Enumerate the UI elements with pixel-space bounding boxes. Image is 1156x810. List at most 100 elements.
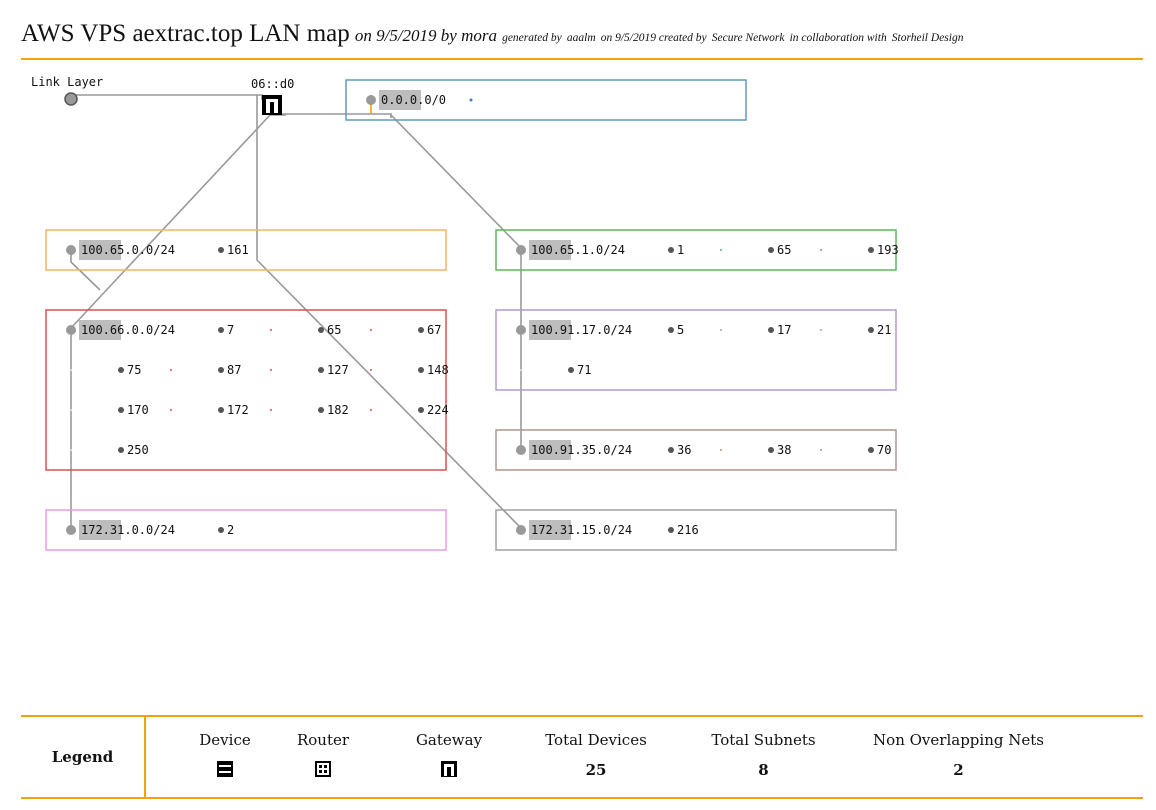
- host-dot[interactable]: [568, 367, 574, 373]
- host-node[interactable]: 216: [668, 523, 699, 537]
- collab-link[interactable]: Storheil Design: [891, 32, 964, 44]
- host-separator: [270, 409, 272, 411]
- host-node[interactable]: 172: [218, 403, 249, 417]
- host-separator: [170, 369, 172, 371]
- link-layer-label: Link Layer: [31, 75, 103, 89]
- host-node[interactable]: 36: [668, 443, 691, 457]
- subnet-cidr-label: 100.91.35.0/24: [531, 443, 632, 457]
- host-node[interactable]: 71: [568, 363, 591, 377]
- host-node[interactable]: 70: [868, 443, 891, 457]
- host-dot[interactable]: [418, 367, 424, 373]
- subnet-cidr-label: 100.66.0.0/24: [81, 323, 175, 337]
- subnet-router-node[interactable]: [516, 445, 526, 455]
- host-label: 172: [227, 403, 249, 417]
- subnet-router-node[interactable]: [66, 245, 76, 255]
- cidr-highlight: [79, 320, 121, 340]
- host-dot[interactable]: [418, 327, 424, 333]
- meta-created-prefix: on 9/5/2019 created by: [600, 32, 707, 44]
- network-diagram: Link Layer 06::d0 0.0.0.0/0100.65.0.0/24…: [31, 75, 899, 551]
- host-dot[interactable]: [218, 327, 224, 333]
- host-dot[interactable]: [768, 447, 774, 453]
- host-node[interactable]: 182: [318, 403, 349, 417]
- total-devices-value: 25: [585, 761, 607, 779]
- host-node[interactable]: 193: [868, 243, 899, 257]
- host-label: 70: [877, 443, 891, 457]
- subnet-router-node[interactable]: [366, 95, 376, 105]
- gateway-icon[interactable]: [262, 95, 282, 115]
- subnet-router-node[interactable]: [516, 245, 526, 255]
- host-dot[interactable]: [768, 327, 774, 333]
- host-node[interactable]: 148: [418, 363, 449, 377]
- host-node[interactable]: 1: [668, 243, 684, 257]
- host-dot[interactable]: [668, 527, 674, 533]
- host-node[interactable]: 38: [768, 443, 791, 457]
- host-node[interactable]: 65: [768, 243, 791, 257]
- host-label: 127: [327, 363, 349, 377]
- non-overlapping-label: Non Overlapping Nets: [873, 731, 1044, 749]
- legend-gateway: Gateway: [409, 731, 489, 781]
- host-dot[interactable]: [318, 327, 324, 333]
- host-node[interactable]: 75: [118, 363, 141, 377]
- host-dot[interactable]: [668, 447, 674, 453]
- link-layer-node[interactable]: [64, 92, 78, 106]
- host-node[interactable]: 67: [418, 323, 441, 337]
- host-node[interactable]: 161: [218, 243, 249, 257]
- subnet-router-node[interactable]: [66, 525, 76, 535]
- subnet-box: [45, 509, 447, 551]
- host-dot[interactable]: [768, 247, 774, 253]
- cidr-highlight: [79, 520, 121, 540]
- host-separator: [370, 329, 372, 331]
- total-subnets-label: Total Subnets: [711, 731, 816, 749]
- host-node[interactable]: 250: [118, 443, 149, 457]
- gateway-legend-icon: [441, 761, 457, 777]
- host-dot[interactable]: [118, 447, 124, 453]
- host-node[interactable]: 5: [668, 323, 684, 337]
- subnet-router-node[interactable]: [516, 525, 526, 535]
- host-dot[interactable]: [318, 407, 324, 413]
- row-marker: [70, 409, 72, 411]
- host-separator: [170, 409, 172, 411]
- host-node[interactable]: 2: [218, 523, 234, 537]
- created-by-link[interactable]: Secure Network: [711, 32, 785, 44]
- subnet-router-node[interactable]: [516, 325, 526, 335]
- host-dot[interactable]: [118, 407, 124, 413]
- host-node[interactable]: 224: [418, 403, 449, 417]
- host-dot[interactable]: [868, 247, 874, 253]
- legend-device: Device: [181, 731, 269, 781]
- cidr-highlight: [529, 320, 571, 340]
- host-node[interactable]: 17: [768, 323, 791, 337]
- host-node[interactable]: 127: [318, 363, 349, 377]
- host-node[interactable]: 87: [218, 363, 241, 377]
- host-node[interactable]: 7: [218, 323, 234, 337]
- generated-by-link[interactable]: aaalm: [566, 32, 596, 44]
- host-dot[interactable]: [218, 367, 224, 373]
- host-dot[interactable]: [118, 367, 124, 373]
- device-icon: [217, 761, 233, 777]
- host-dot[interactable]: [418, 407, 424, 413]
- subnet-s-100-91-35: 100.91.35.0/24 36 38 70: [495, 429, 897, 471]
- row-marker: [70, 369, 72, 371]
- host-separator: [370, 409, 372, 411]
- gateway-s-172-31-15-connection: [256, 95, 522, 529]
- host-dot[interactable]: [668, 327, 674, 333]
- host-dot[interactable]: [218, 527, 224, 533]
- host-dot[interactable]: [318, 367, 324, 373]
- host-node[interactable]: 170: [118, 403, 149, 417]
- row-marker: [70, 449, 72, 451]
- host-dot[interactable]: [868, 327, 874, 333]
- host-label: 21: [877, 323, 891, 337]
- meta-generated-prefix: generated by: [502, 32, 562, 44]
- meta-collab-prefix: in collaboration with: [789, 32, 887, 44]
- host-dot[interactable]: [868, 447, 874, 453]
- host-dot[interactable]: [668, 247, 674, 253]
- host-dot[interactable]: [218, 247, 224, 253]
- host-node[interactable]: 21: [868, 323, 891, 337]
- internet-marker: [469, 98, 473, 102]
- subnet-internet: 0.0.0.0/0: [345, 79, 747, 121]
- host-separator: [820, 329, 822, 331]
- host-dot[interactable]: [218, 407, 224, 413]
- host-node[interactable]: 65: [318, 323, 341, 337]
- subnet-router-node[interactable]: [66, 325, 76, 335]
